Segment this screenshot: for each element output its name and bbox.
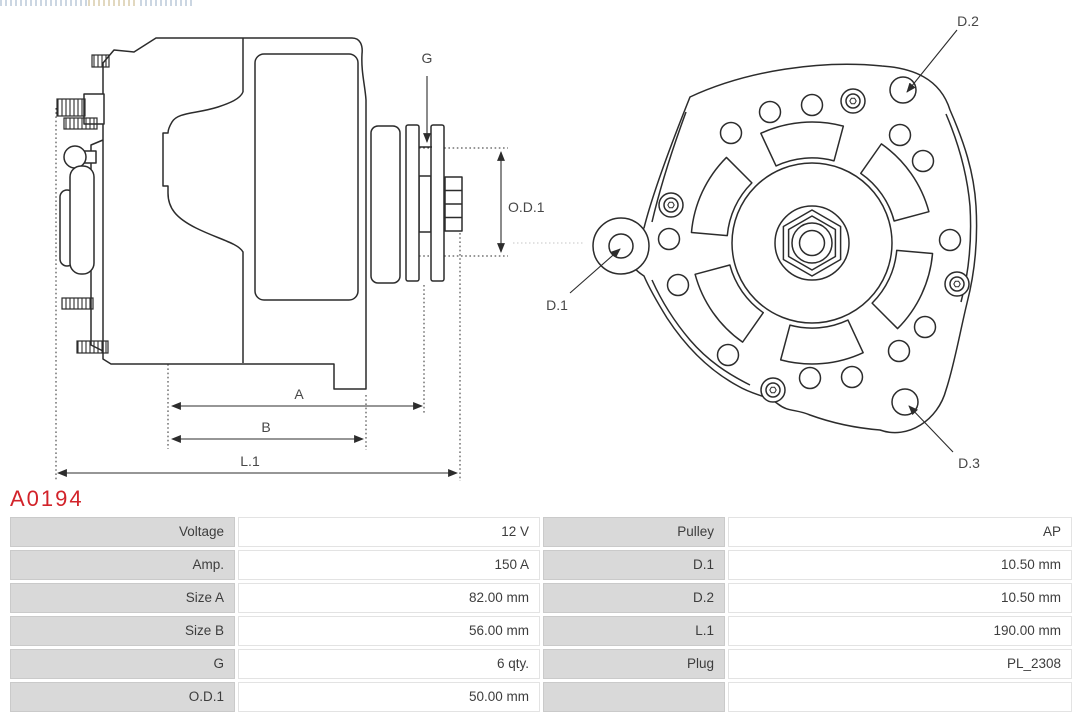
fan-slots — [690, 121, 934, 365]
part-number: A0194 — [10, 486, 84, 511]
dim-label-d1: D.1 — [546, 297, 568, 313]
front-view-drawing: D.2 D.1 D.3 — [546, 13, 980, 471]
screw-head — [944, 271, 970, 297]
dim-label-d3: D.3 — [958, 455, 980, 471]
spec-value: 190.00 mm — [728, 616, 1072, 646]
spec-label: D.2 — [543, 583, 725, 613]
spec-value — [728, 682, 1072, 712]
dim-label-od1: O.D.1 — [508, 199, 545, 215]
spec-value: 10.50 mm — [728, 583, 1072, 613]
spec-value: 10.50 mm — [728, 550, 1072, 580]
dim-label-d2: D.2 — [957, 13, 979, 29]
spec-value: 6 qty. — [238, 649, 540, 679]
dim-label-a: A — [294, 386, 304, 402]
spec-label: Amp. — [10, 550, 235, 580]
screw-head — [840, 88, 866, 114]
spec-table: Voltage 12 V Pulley AP Amp. 150 A D.1 10… — [10, 517, 1072, 712]
spec-value: 82.00 mm — [238, 583, 540, 613]
spec-value: 50.00 mm — [238, 682, 540, 712]
d1-leader-arrow — [569, 248, 621, 294]
logo-fragment — [0, 0, 193, 6]
logo-fragment-mid — [88, 0, 138, 6]
dim-label-b: B — [261, 419, 270, 435]
d2-hole — [889, 76, 917, 104]
spec-label: D.1 — [543, 550, 725, 580]
d2-leader-arrow — [906, 29, 958, 93]
screw-head — [658, 192, 684, 218]
vent-holes — [657, 93, 962, 390]
spec-value: 56.00 mm — [238, 616, 540, 646]
dim-label-g: G — [422, 50, 433, 66]
spec-label: L.1 — [543, 616, 725, 646]
spec-label: G — [10, 649, 235, 679]
side-view-drawing: G O.D.1 A B L.1 — [55, 37, 585, 481]
spec-label: Pulley — [543, 517, 725, 547]
spec-value: PL_2308 — [728, 649, 1072, 679]
spec-label: O.D.1 — [10, 682, 235, 712]
spec-label: Size B — [10, 616, 235, 646]
spec-value: 12 V — [238, 517, 540, 547]
spec-value: 150 A — [238, 550, 540, 580]
spec-value: AP — [728, 517, 1072, 547]
screw-head — [760, 377, 786, 403]
technical-drawing: G O.D.1 A B L.1 — [55, 13, 980, 481]
spec-label: Voltage — [10, 517, 235, 547]
spec-label: Size A — [10, 583, 235, 613]
spec-label — [543, 682, 725, 712]
dim-label-l1: L.1 — [240, 453, 260, 469]
d1-hole — [608, 233, 634, 259]
spec-label: Plug — [543, 649, 725, 679]
d3-leader-arrow — [908, 405, 954, 453]
